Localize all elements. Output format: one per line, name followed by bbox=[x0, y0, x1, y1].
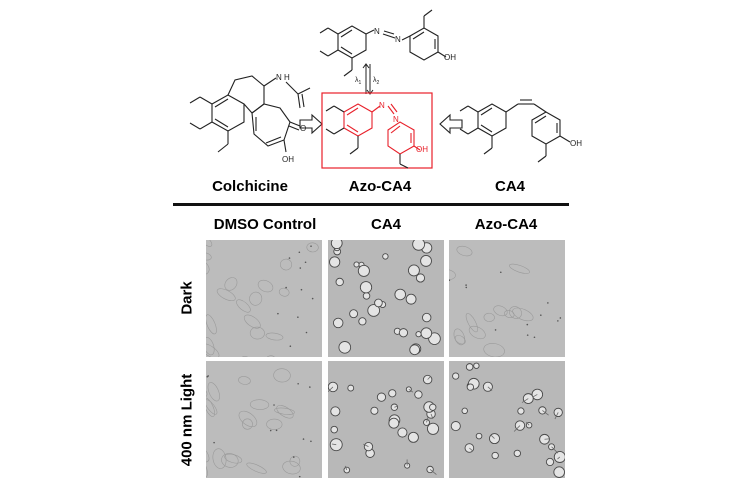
colchicine-label: Colchicine bbox=[212, 178, 288, 195]
azo-n2-label: N bbox=[393, 115, 399, 124]
lambda1-label: λ1 bbox=[355, 77, 362, 86]
reaction-scheme: N H O OH OH N N OH λ1 λ2 N N OH bbox=[189, 9, 582, 169]
row-header-dark: Dark bbox=[178, 281, 196, 315]
column-header-ca4: CA4 bbox=[370, 216, 401, 233]
colchicine-o-label: O bbox=[300, 124, 306, 133]
azo-ca4-highlight bbox=[321, 92, 433, 169]
micrograph-azo-dark bbox=[449, 240, 565, 357]
column-header-azo-ca4: Azo-CA4 bbox=[474, 216, 538, 233]
row-header-light: 400 nm Light bbox=[178, 373, 196, 467]
section-divider bbox=[173, 203, 569, 206]
column-header-dmso: DMSO Control bbox=[213, 216, 317, 233]
lambda2-label: λ2 bbox=[373, 77, 380, 86]
azo-trans-structure bbox=[319, 9, 447, 77]
micrograph-dmso-light bbox=[206, 361, 322, 478]
micrograph-azo-light bbox=[449, 361, 565, 478]
micrograph-ca4-light bbox=[328, 361, 444, 478]
arrow-colchicine-to-azo bbox=[299, 113, 323, 135]
azo-top-n1-label: N bbox=[374, 27, 380, 36]
arrow-ca4-to-azo bbox=[439, 113, 463, 135]
azo-ca4-label: Azo-CA4 bbox=[348, 178, 412, 195]
azo-oh-label: OH bbox=[416, 145, 428, 154]
micrograph-ca4-dark bbox=[328, 240, 444, 357]
azo-top-n2-label: N bbox=[395, 35, 401, 44]
ca4-label: CA4 bbox=[494, 178, 525, 195]
colchicine-structure bbox=[189, 75, 311, 153]
colchicine-oh-label: OH bbox=[282, 155, 294, 164]
colchicine-nh-label: N H bbox=[276, 73, 290, 82]
micrograph-dmso-dark bbox=[206, 240, 322, 357]
photoswitch-arrows bbox=[362, 63, 374, 95]
ca4-oh-label: OH bbox=[570, 139, 582, 148]
ca4-structure bbox=[459, 99, 571, 163]
azo-n1-label: N bbox=[379, 101, 385, 110]
azo-top-oh-label: OH bbox=[444, 53, 456, 62]
